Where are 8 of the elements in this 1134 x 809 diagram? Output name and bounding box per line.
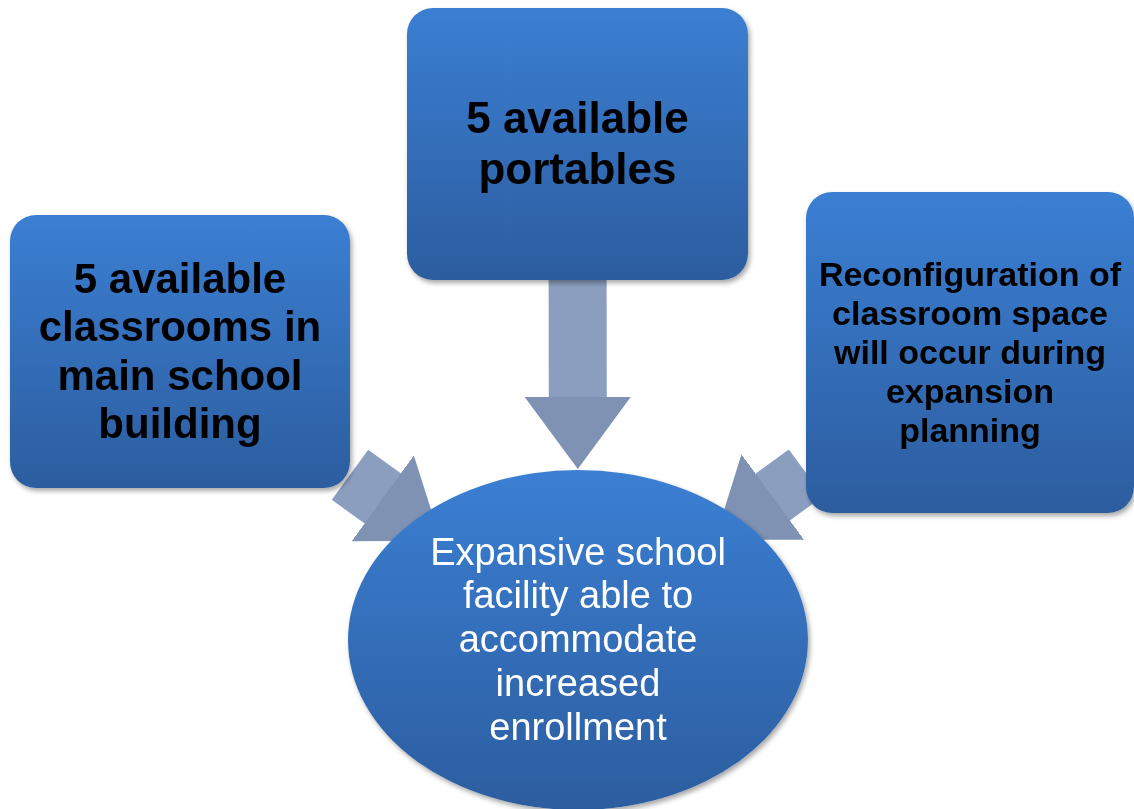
resource-text: Reconfiguration of classroom space will occur during expansion planning: [818, 254, 1122, 451]
resource-box: [806, 192, 1134, 513]
outcome-text: Expansive school facility able to accommodate increased enrollment: [429, 530, 727, 750]
resource-box: [10, 215, 350, 488]
resource-box: [407, 8, 748, 280]
block-arrow: [524, 280, 631, 469]
resource-text: 5 available classrooms in main school building: [37, 254, 323, 449]
resource-text: 5 available portables: [465, 93, 690, 195]
